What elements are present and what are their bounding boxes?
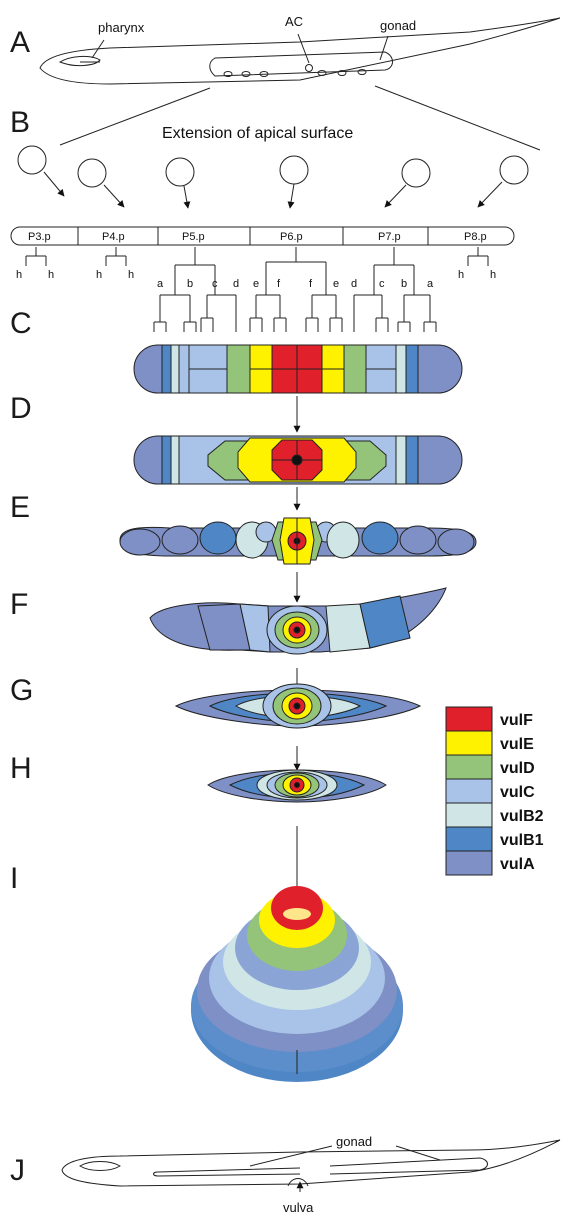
label-pharynx: pharynx bbox=[98, 20, 145, 35]
lineage-letter-1: a bbox=[157, 278, 164, 290]
legend-label-vulb1: vulB1 bbox=[500, 832, 544, 849]
vulva-stage-g bbox=[176, 684, 420, 728]
lineage-letter-12: a bbox=[427, 278, 434, 290]
cell-strip-d bbox=[134, 436, 462, 484]
precursor-p6p: P6.p bbox=[280, 231, 303, 243]
lineage-letter-5: e bbox=[253, 278, 259, 290]
apical-surface-title: Extension of apical surface bbox=[162, 125, 353, 142]
hyp-label-3: h bbox=[96, 269, 102, 281]
vulva-stage-i bbox=[191, 886, 403, 1082]
precursor-p3p: P3.p bbox=[28, 231, 51, 243]
label-vulva: vulva bbox=[283, 1200, 314, 1215]
legend-swatch-vulc bbox=[446, 779, 492, 803]
hyp-label-6: h bbox=[490, 269, 496, 281]
worm-bottom-drawing bbox=[62, 1140, 560, 1192]
vulva-stage-e bbox=[120, 518, 476, 564]
panel-label-j: J bbox=[10, 1154, 25, 1187]
legend-label-vuld: vulD bbox=[500, 760, 535, 777]
legend-label-vulb2: vulB2 bbox=[500, 808, 544, 825]
panel-label-b: B bbox=[10, 106, 30, 139]
precursor-p5p: P5.p bbox=[182, 231, 205, 243]
precursor-bar bbox=[11, 227, 514, 245]
zoom-line-right bbox=[375, 86, 540, 150]
lineage-letter-10: c bbox=[379, 278, 385, 290]
panel-label-d: D bbox=[10, 392, 32, 425]
legend-swatch-vule bbox=[446, 731, 492, 755]
panel-label-e: E bbox=[10, 491, 30, 524]
legend-swatch-vulf bbox=[446, 707, 492, 731]
precursor-p7p: P7.p bbox=[378, 231, 401, 243]
panel-label-a: A bbox=[10, 26, 30, 59]
legend-swatch-vulb1 bbox=[446, 827, 492, 851]
lineage-letter-11: b bbox=[401, 278, 407, 290]
lineage-letter-2: b bbox=[187, 278, 193, 290]
hyp-label-4: h bbox=[128, 269, 134, 281]
lineage-letter-8: e bbox=[333, 278, 339, 290]
label-ac: AC bbox=[285, 14, 303, 29]
legend-label-vula: vulA bbox=[500, 856, 535, 873]
precursor-p8p: P8.p bbox=[464, 231, 487, 243]
panel-label-i: I bbox=[10, 862, 18, 895]
precursor-p4p: P4.p bbox=[102, 231, 125, 243]
legend-label-vulc: vulC bbox=[500, 784, 535, 801]
signal-circles bbox=[18, 146, 528, 208]
label-gonad-top: gonad bbox=[380, 18, 416, 33]
vulva-stage-h bbox=[208, 770, 386, 802]
legend-swatch-vula bbox=[446, 851, 492, 875]
panel-label-h: H bbox=[10, 752, 32, 785]
lineage-letter-4: d bbox=[233, 278, 239, 290]
lineage-letter-3: c bbox=[212, 278, 218, 290]
hyp-lineages bbox=[26, 247, 488, 266]
cell-strip-c bbox=[134, 345, 462, 393]
panel-label-g: G bbox=[10, 674, 33, 707]
lineage-letter-9: d bbox=[351, 278, 357, 290]
panel-label-c: C bbox=[10, 307, 32, 340]
label-gonad-bottom: gonad bbox=[336, 1134, 372, 1149]
legend: vulF vulE vulD vulC vulB2 vulB1 vulA bbox=[446, 707, 544, 875]
lineage-letter-7: f bbox=[309, 278, 313, 290]
hyp-label-5: h bbox=[458, 269, 464, 281]
lineage-letter-6: f bbox=[277, 278, 281, 290]
hyp-label-1: h bbox=[16, 269, 22, 281]
legend-label-vule: vulE bbox=[500, 736, 534, 753]
legend-swatch-vuld bbox=[446, 755, 492, 779]
panel-label-f: F bbox=[10, 588, 28, 621]
legend-label-vulf: vulF bbox=[500, 712, 533, 729]
vulval-lineage-trees bbox=[154, 247, 436, 332]
hyp-label-2: h bbox=[48, 269, 54, 281]
vulva-stage-f bbox=[150, 588, 446, 654]
legend-swatch-vulb2 bbox=[446, 803, 492, 827]
